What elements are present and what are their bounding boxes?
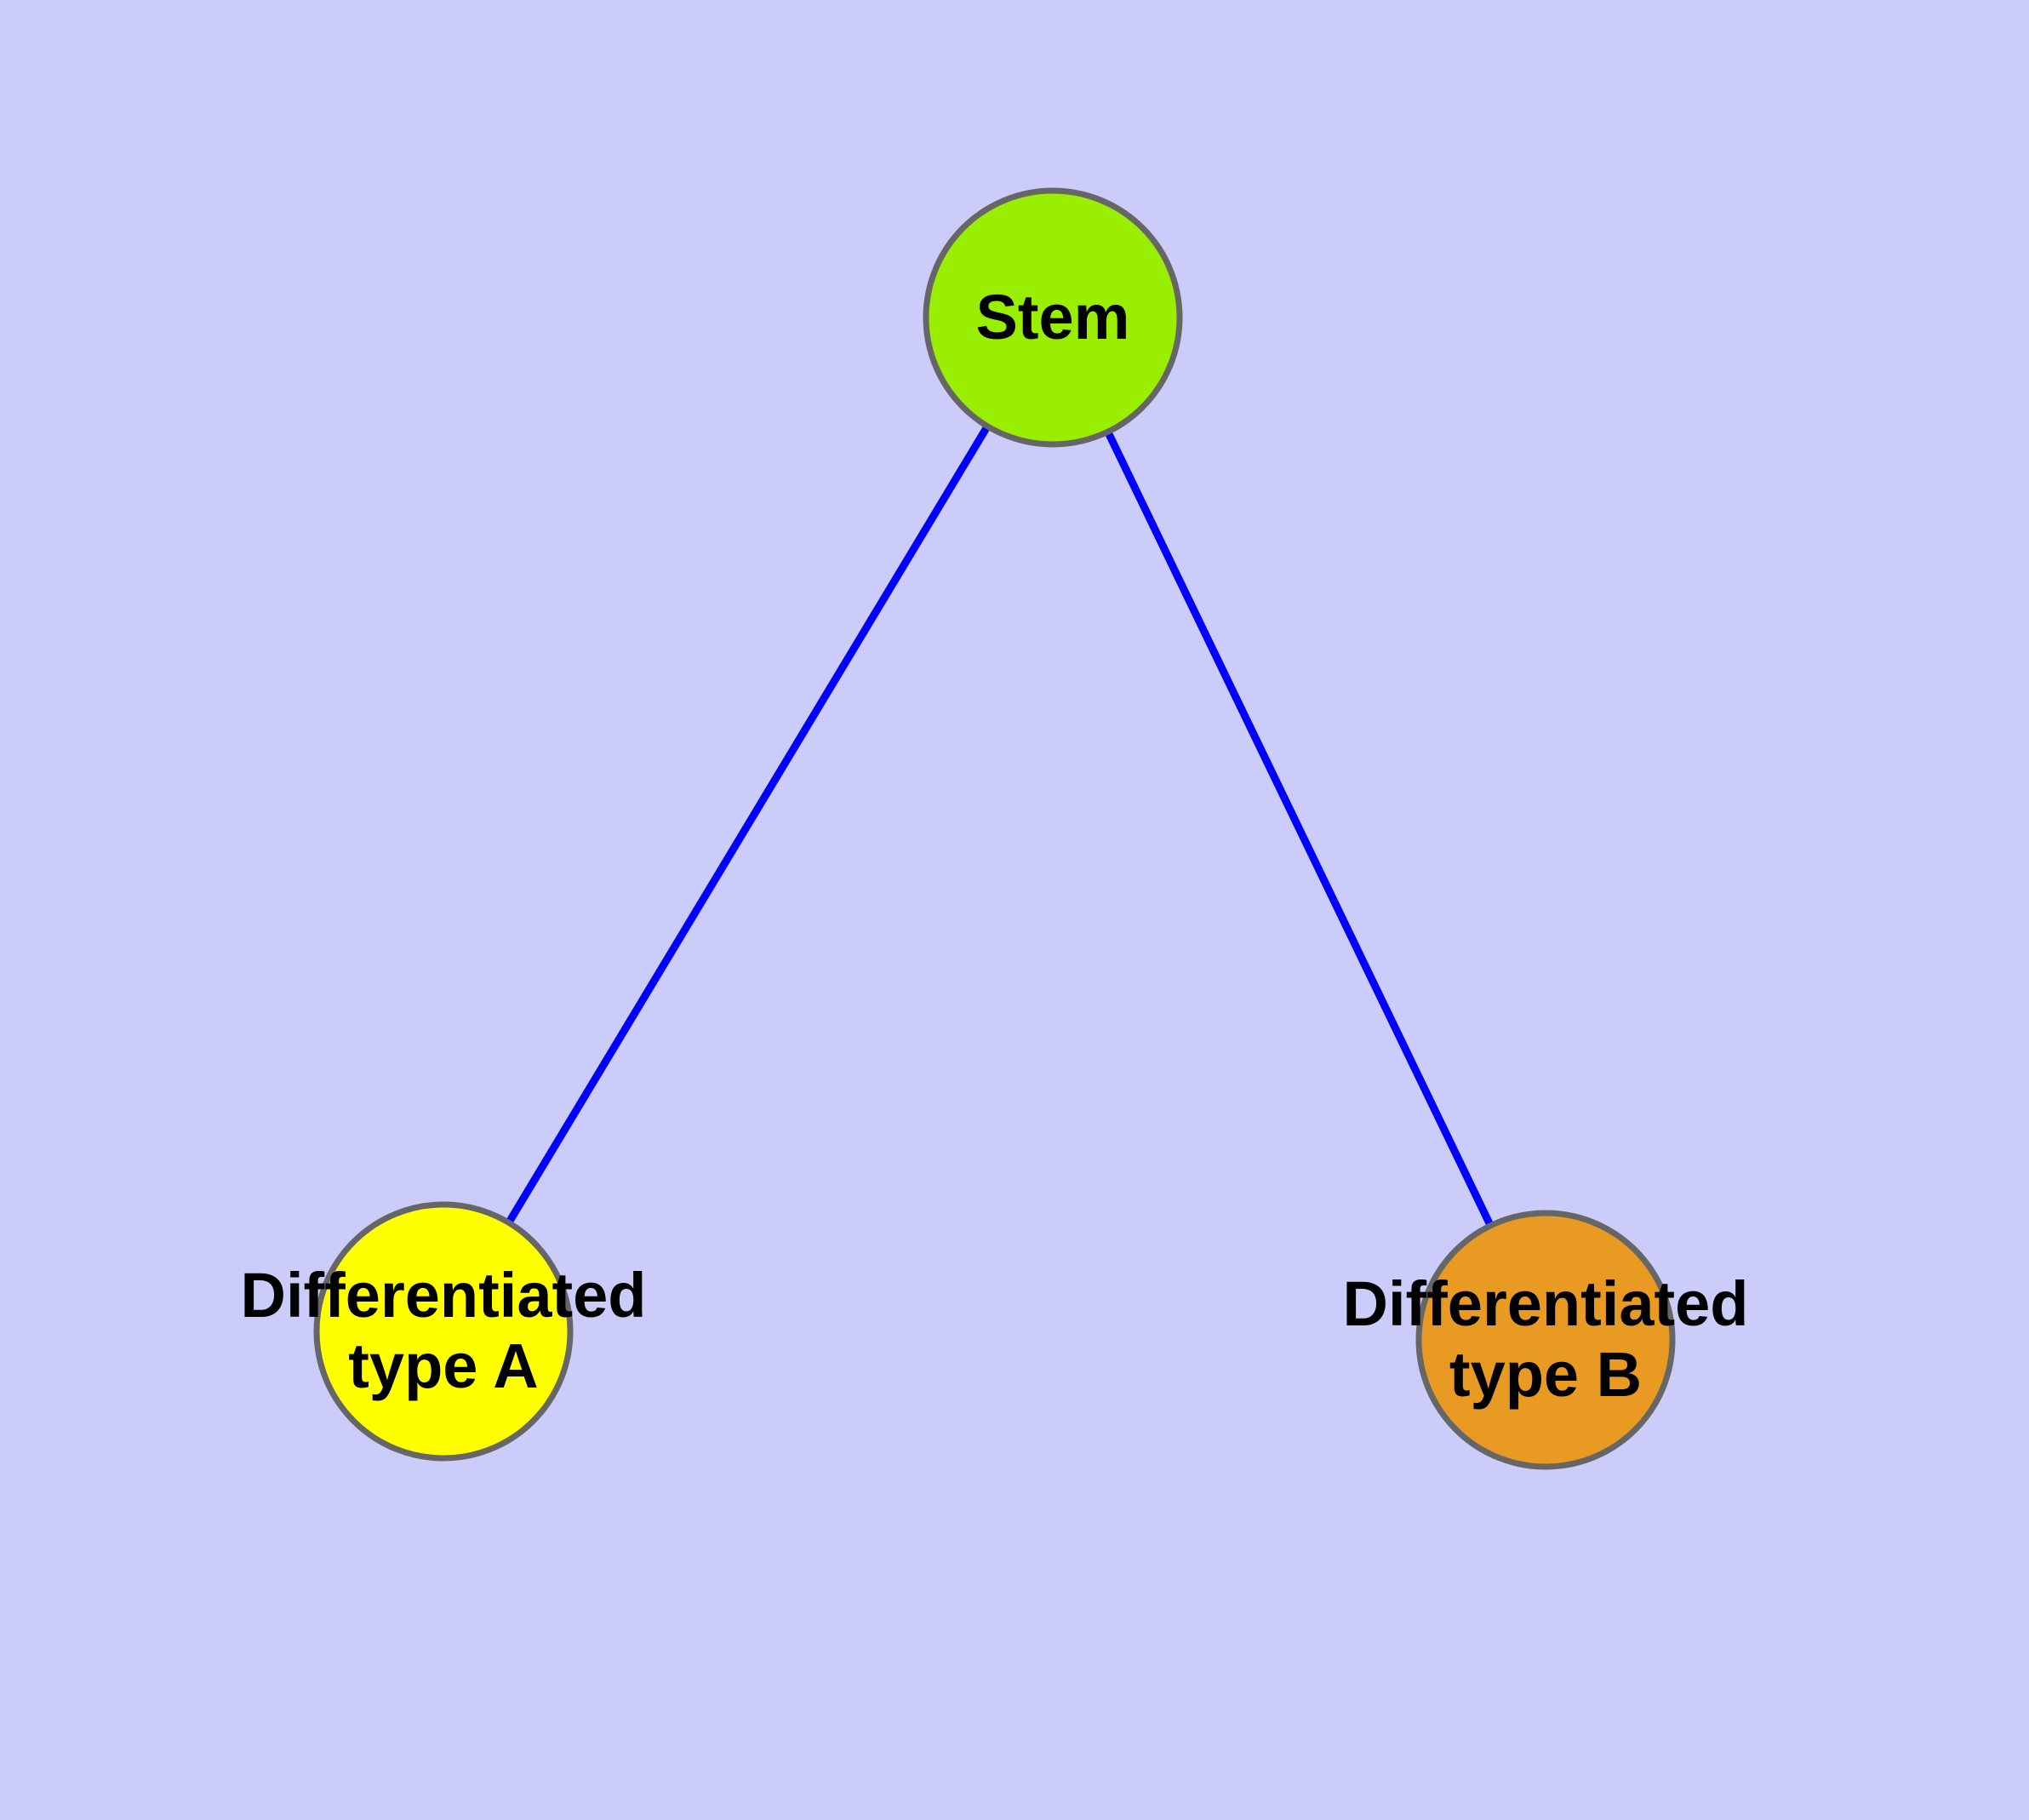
edge-stem-to-diff-a[interactable] xyxy=(505,424,992,1225)
node-diff-b-circle[interactable] xyxy=(1415,1210,1676,1470)
edge-stem-to-diff-b[interactable] xyxy=(1104,430,1495,1228)
node-stem-circle[interactable] xyxy=(923,187,1183,448)
node-diff-a-circle[interactable] xyxy=(313,1201,574,1462)
node-layer xyxy=(313,187,1676,1470)
edge-layer xyxy=(505,424,1495,1228)
